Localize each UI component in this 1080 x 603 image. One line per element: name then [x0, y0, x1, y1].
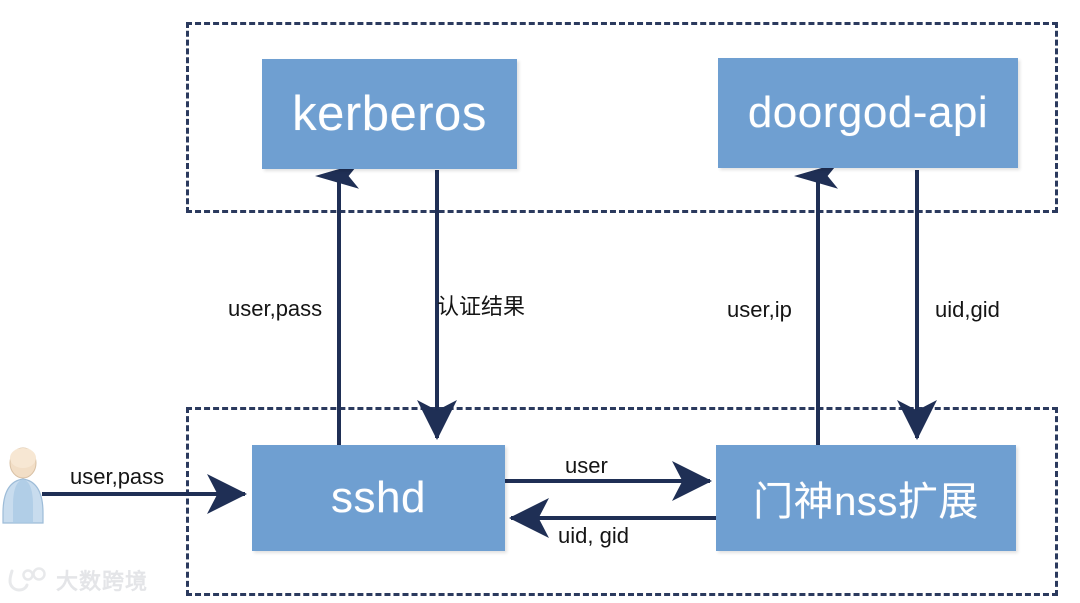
- edge-label-doorgod-to-nss: uid,gid: [935, 297, 1000, 322]
- node-doorgod-api-label: doorgod-api: [747, 88, 989, 137]
- edge-label-nss-to-sshd: uid, gid: [558, 523, 629, 548]
- edge-label-sshd-to-kerberos: user,pass: [228, 296, 323, 321]
- node-nss-extension-label: 门神nss扩展: [753, 480, 979, 524]
- watermark-logo-icon: [8, 567, 46, 592]
- edge-label-user-to-sshd: user,pass: [70, 464, 165, 489]
- node-nss-extension[interactable]: 门神nss扩展: [716, 445, 1016, 551]
- node-kerberos[interactable]: kerberos: [262, 59, 517, 169]
- node-kerberos-label: kerberos: [292, 87, 487, 141]
- edge-label-kerberos-to-sshd: 认证结果: [437, 295, 526, 320]
- edge-label-nss-to-doorgod: user,ip: [727, 297, 792, 322]
- watermark: 大数跨境: [8, 562, 148, 598]
- zone-nss: [186, 407, 1058, 596]
- watermark-text: 大数跨境: [56, 570, 149, 595]
- zone-authentication: [186, 22, 1058, 213]
- user-actor-icon: [2, 447, 44, 524]
- edge-label-sshd-to-nss: user: [565, 453, 608, 478]
- node-sshd-label: sshd: [331, 473, 426, 522]
- node-doorgod-api[interactable]: doorgod-api: [718, 58, 1018, 168]
- node-sshd[interactable]: sshd: [252, 445, 505, 551]
